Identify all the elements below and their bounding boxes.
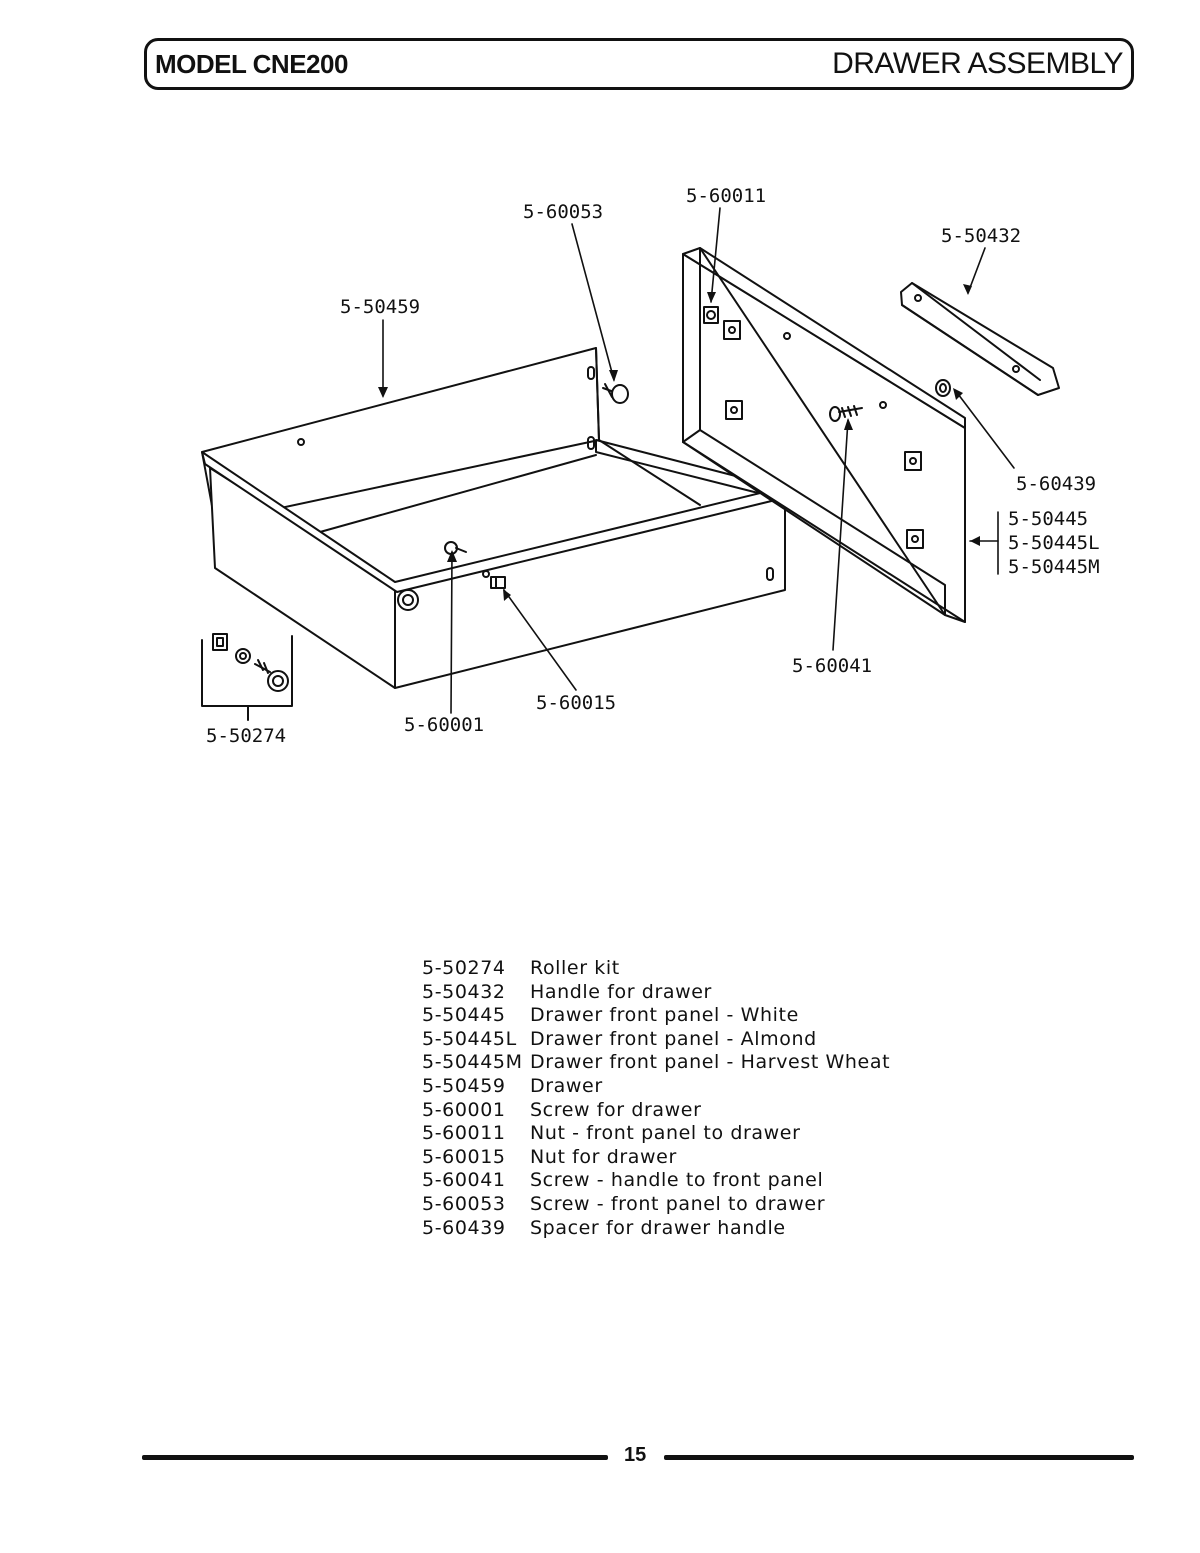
section-title: DRAWER ASSEMBLY bbox=[832, 47, 1123, 80]
callout-60041: 5-60041 bbox=[792, 655, 872, 677]
legend-row: 5-50459 Drawer bbox=[422, 1075, 890, 1099]
callout-60053: 5-60053 bbox=[523, 201, 603, 223]
legend-row: 5-60041 Screw - handle to front panel bbox=[422, 1169, 890, 1193]
page-number: 15 bbox=[624, 1444, 647, 1466]
legend-row: 5-50445L Drawer front panel - Almond bbox=[422, 1028, 890, 1052]
part-description: Drawer bbox=[530, 1074, 603, 1097]
legend-row: 5-60015 Nut for drawer bbox=[422, 1146, 890, 1170]
callout-60001: 5-60001 bbox=[404, 714, 484, 736]
part-code: 5-60001 bbox=[422, 1098, 506, 1121]
part-code: 5-50445L bbox=[422, 1027, 517, 1050]
part-code: 5-60041 bbox=[422, 1169, 506, 1192]
drawer-box bbox=[201, 347, 791, 689]
callout-50445: 5-50445 bbox=[1008, 508, 1088, 530]
part-code: 5-50459 bbox=[422, 1074, 506, 1097]
part-description: Nut - front panel to drawer bbox=[530, 1122, 801, 1145]
footer-rule-left bbox=[142, 1455, 608, 1460]
part-code: 5-50445 bbox=[422, 1004, 506, 1027]
legend-row: 5-60011 Nut - front panel to drawer bbox=[422, 1122, 890, 1146]
part-code: 5-60015 bbox=[422, 1145, 506, 1168]
part-description: Roller kit bbox=[530, 957, 620, 979]
part-code: 5-60011 bbox=[422, 1122, 506, 1145]
handle bbox=[900, 282, 1060, 396]
model-title: MODEL CNE200 bbox=[155, 49, 348, 79]
part-description: Screw for drawer bbox=[530, 1098, 702, 1121]
legend-row: 5-50274 Roller kit bbox=[422, 957, 890, 981]
callout-60015: 5-60015 bbox=[536, 692, 616, 714]
part-description: Nut for drawer bbox=[530, 1145, 677, 1168]
legend-row: 5-60053 Screw - front panel to drawer bbox=[422, 1193, 890, 1217]
roller-kit bbox=[201, 633, 293, 721]
part-code: 5-60439 bbox=[422, 1216, 506, 1239]
part-code: 5-50445M bbox=[422, 1051, 523, 1074]
page-header: MODEL CNE200 DRAWER ASSEMBLY bbox=[144, 38, 1134, 90]
part-description: Drawer front panel - Harvest Wheat bbox=[530, 1051, 891, 1074]
legend-row: 5-60439 Spacer for drawer handle bbox=[422, 1217, 890, 1241]
part-description: Handle for drawer bbox=[530, 980, 712, 1003]
leader-arrowheads bbox=[378, 284, 980, 601]
parts-legend: 5-50274 Roller kit 5-50432 Handle for draw… bbox=[422, 957, 890, 1240]
callout-50445l: 5-50445L bbox=[1008, 532, 1100, 554]
drawer-exploded-diagram: 5-60053 5-60011 5-50432 5-50459 5-60439 … bbox=[201, 185, 1100, 747]
part-code: 5-50432 bbox=[422, 980, 506, 1003]
legend-row: 5-50445 Drawer front panel - White bbox=[422, 1004, 890, 1028]
callout-60011: 5-60011 bbox=[686, 185, 766, 207]
spacer bbox=[935, 379, 951, 397]
part-code: 5-50274 bbox=[422, 957, 506, 979]
part-code: 5-60053 bbox=[422, 1192, 506, 1215]
footer-rule-right bbox=[664, 1455, 1134, 1460]
legend-row: 5-50445M Drawer front panel - Harvest Whe… bbox=[422, 1051, 890, 1075]
legend-row: 5-50432 Handle for drawer bbox=[422, 981, 890, 1005]
callout-50432: 5-50432 bbox=[941, 225, 1021, 247]
callout-50445m: 5-50445M bbox=[1008, 556, 1100, 578]
leader-lines bbox=[382, 207, 1015, 714]
legend-row: 5-60001 Screw for drawer bbox=[422, 1099, 890, 1123]
part-description: Spacer for drawer handle bbox=[530, 1216, 786, 1239]
callout-60439: 5-60439 bbox=[1016, 473, 1096, 495]
callout-50274: 5-50274 bbox=[206, 725, 286, 747]
part-description: Drawer front panel - White bbox=[530, 1004, 799, 1027]
part-description: Screw - handle to front panel bbox=[530, 1169, 824, 1192]
callout-50459: 5-50459 bbox=[340, 296, 420, 318]
part-description: Drawer front panel - Almond bbox=[530, 1027, 817, 1050]
front-panel bbox=[682, 247, 966, 623]
screw-60053 bbox=[602, 383, 629, 404]
part-description: Screw - front panel to drawer bbox=[530, 1192, 826, 1215]
